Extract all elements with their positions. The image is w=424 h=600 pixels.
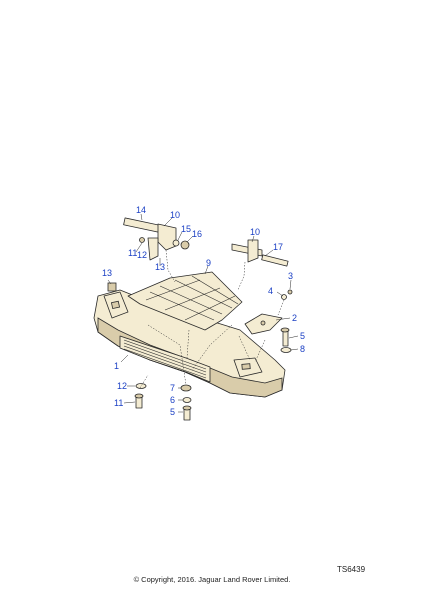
callout-10a: 10 — [170, 210, 180, 220]
callout-14: 14 — [136, 205, 146, 215]
callout-5b: 5 — [170, 407, 175, 417]
callout-13a: 13 — [102, 268, 112, 278]
callout-9: 9 — [206, 258, 211, 268]
left-fasteners — [134, 383, 147, 409]
callout-leaders — [107, 213, 299, 413]
callout-13b: 13 — [155, 262, 165, 272]
callout-4: 4 — [268, 286, 273, 296]
callout-10b: 10 — [250, 227, 260, 237]
clip-left — [107, 282, 117, 292]
mounting-bracket-right — [244, 313, 283, 335]
callout-11b: 11 — [114, 398, 123, 408]
right-bracket-assembly — [231, 239, 289, 267]
callout-6: 6 — [170, 395, 175, 405]
left-bracket-assembly — [123, 217, 190, 261]
callout-11a: 11 — [128, 248, 137, 258]
callout-labels: 1 2 3 4 5 5 6 7 8 9 10 10 11 11 12 12 13… — [102, 205, 305, 417]
callout-15: 15 — [181, 224, 191, 234]
callout-5a: 5 — [300, 331, 305, 341]
diagram-reference-code: TS6439 — [337, 565, 366, 574]
callout-2: 2 — [292, 313, 297, 323]
callout-8: 8 — [300, 344, 305, 354]
center-fasteners — [180, 384, 192, 421]
callout-17: 17 — [273, 242, 283, 252]
callout-7: 7 — [170, 383, 175, 393]
callout-1: 1 — [114, 361, 119, 371]
assembly-leaders — [139, 249, 285, 389]
callout-16: 16 — [192, 229, 202, 239]
callout-12b: 12 — [117, 381, 127, 391]
screw-3 — [287, 289, 293, 295]
callout-12a: 12 — [137, 250, 147, 260]
undertray-panel — [127, 271, 243, 331]
callout-3: 3 — [288, 271, 293, 281]
bumper-assembly — [93, 289, 286, 398]
copyright-notice: © Copyright, 2016. Jaguar Land Rover Lim… — [133, 575, 291, 584]
bolt-washer-right — [280, 327, 292, 353]
grille-slots — [123, 339, 207, 379]
